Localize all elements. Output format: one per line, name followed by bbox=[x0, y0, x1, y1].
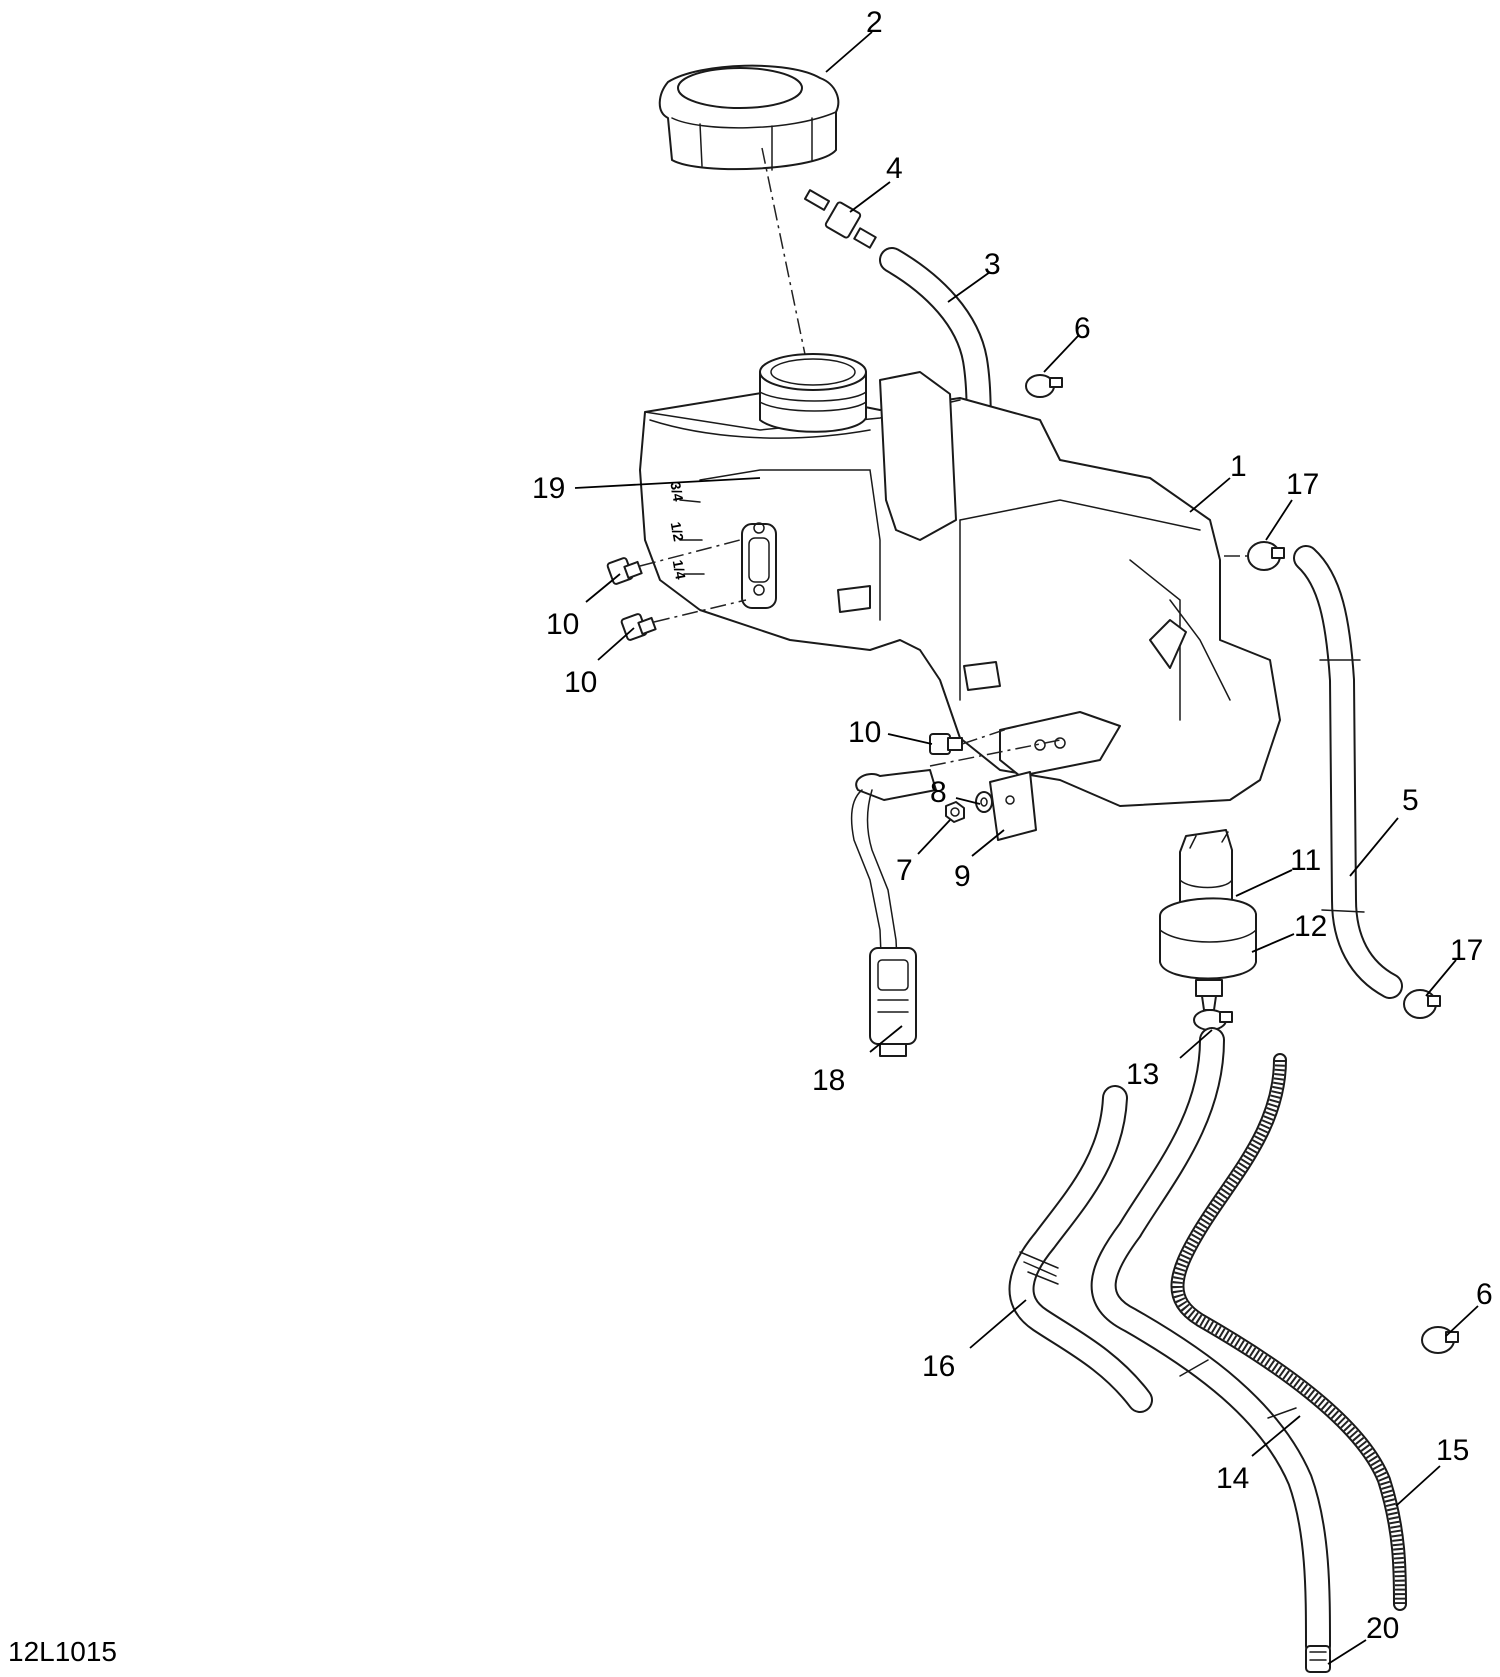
callout-1: 1 bbox=[1230, 450, 1247, 483]
bolt-part-10a bbox=[606, 557, 643, 585]
callout-14: 14 bbox=[1216, 1462, 1249, 1495]
callout-18: 18 bbox=[812, 1064, 845, 1097]
clamp-bottom-part bbox=[1421, 1326, 1459, 1354]
callout-7: 7 bbox=[896, 854, 913, 887]
gauge-mark-1-4: 1/4 bbox=[670, 559, 689, 581]
callout-8: 8 bbox=[930, 776, 947, 809]
drawing-code: 12L1015 bbox=[8, 1636, 118, 1667]
callout-17-bottom: 17 bbox=[1450, 934, 1483, 967]
plate-part bbox=[989, 771, 1037, 841]
callout-10-a: 10 bbox=[546, 608, 579, 641]
callout-6-bottom: 6 bbox=[1476, 1278, 1493, 1311]
callout-12: 12 bbox=[1294, 910, 1327, 943]
clamp-17b-part bbox=[1403, 989, 1441, 1019]
washer-part bbox=[975, 791, 993, 813]
hose-14-part bbox=[1090, 1027, 1331, 1659]
callout-6-top: 6 bbox=[1074, 312, 1091, 345]
gauge-mark-1-2: 1/2 bbox=[668, 521, 687, 543]
callout-10-b: 10 bbox=[564, 666, 597, 699]
oil-tank-part bbox=[639, 353, 1281, 807]
cap-centerline bbox=[761, 147, 813, 389]
leader-lines bbox=[574, 31, 1479, 1665]
clamp-top-part bbox=[1025, 374, 1063, 398]
callout-19: 19 bbox=[532, 472, 565, 505]
callout-5: 5 bbox=[1402, 784, 1419, 817]
callout-10-c: 10 bbox=[848, 716, 881, 749]
callout-9: 9 bbox=[954, 860, 971, 893]
callout-15: 15 bbox=[1436, 1434, 1469, 1467]
callout-2: 2 bbox=[866, 6, 883, 39]
callout-3: 3 bbox=[984, 248, 1001, 281]
vent-valve-part bbox=[803, 189, 877, 249]
bolt-part-10b bbox=[620, 613, 657, 641]
clamp-13-part bbox=[1193, 1009, 1233, 1031]
gauge-mark-3-4: 3/4 bbox=[667, 481, 686, 503]
callout-16: 16 bbox=[922, 1350, 955, 1383]
callout-20: 20 bbox=[1366, 1612, 1399, 1645]
callout-11: 11 bbox=[1290, 844, 1321, 877]
bolt-part-10c bbox=[929, 733, 963, 755]
filler-cap-part bbox=[658, 64, 840, 171]
nut-part bbox=[945, 801, 965, 823]
clamp-17a-part bbox=[1247, 541, 1285, 571]
callout-17-top: 17 bbox=[1286, 468, 1319, 501]
fitting-20-part bbox=[1305, 1645, 1331, 1673]
level-sensor-part bbox=[850, 769, 937, 1057]
callout-13: 13 bbox=[1126, 1058, 1159, 1091]
callout-4: 4 bbox=[886, 152, 903, 185]
filter-housing-part bbox=[1159, 829, 1257, 1011]
